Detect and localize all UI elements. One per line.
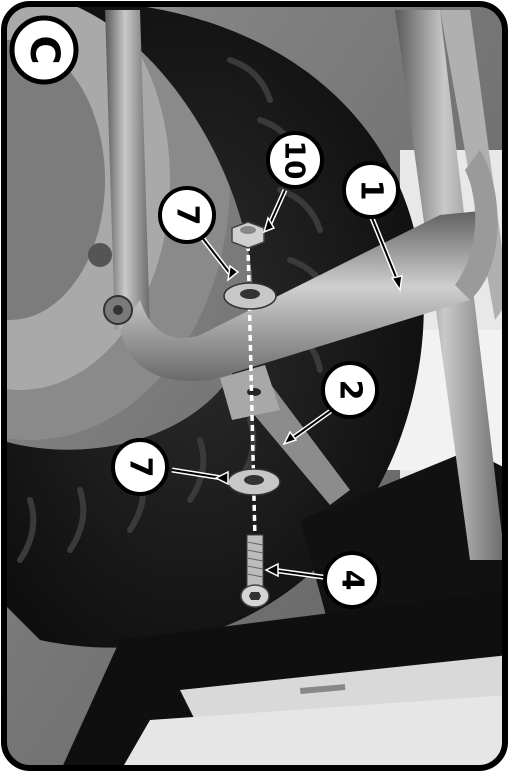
callout-frame-tube-number: 1 <box>354 180 389 201</box>
callout-washer-bottom: 7 <box>113 440 167 494</box>
callout-nut: 10 <box>268 133 322 187</box>
step-label-badge: C <box>12 18 76 82</box>
washer-bottom <box>228 469 280 495</box>
nut <box>232 222 264 248</box>
callout-bracket: 2 <box>323 363 377 417</box>
callout-bolt: 4 <box>325 553 379 607</box>
callout-washer-top-number: 7 <box>170 205 205 226</box>
callout-bracket-number: 2 <box>333 380 368 401</box>
callout-bolt-number: 4 <box>335 570 370 591</box>
callout-washer-bottom-number: 7 <box>123 457 158 478</box>
callout-frame-tube: 1 <box>344 163 398 217</box>
callout-nut-number: 10 <box>279 141 312 180</box>
callout-washer-top: 7 <box>160 188 214 242</box>
step-label: C <box>21 35 67 64</box>
washer-top <box>224 283 276 309</box>
